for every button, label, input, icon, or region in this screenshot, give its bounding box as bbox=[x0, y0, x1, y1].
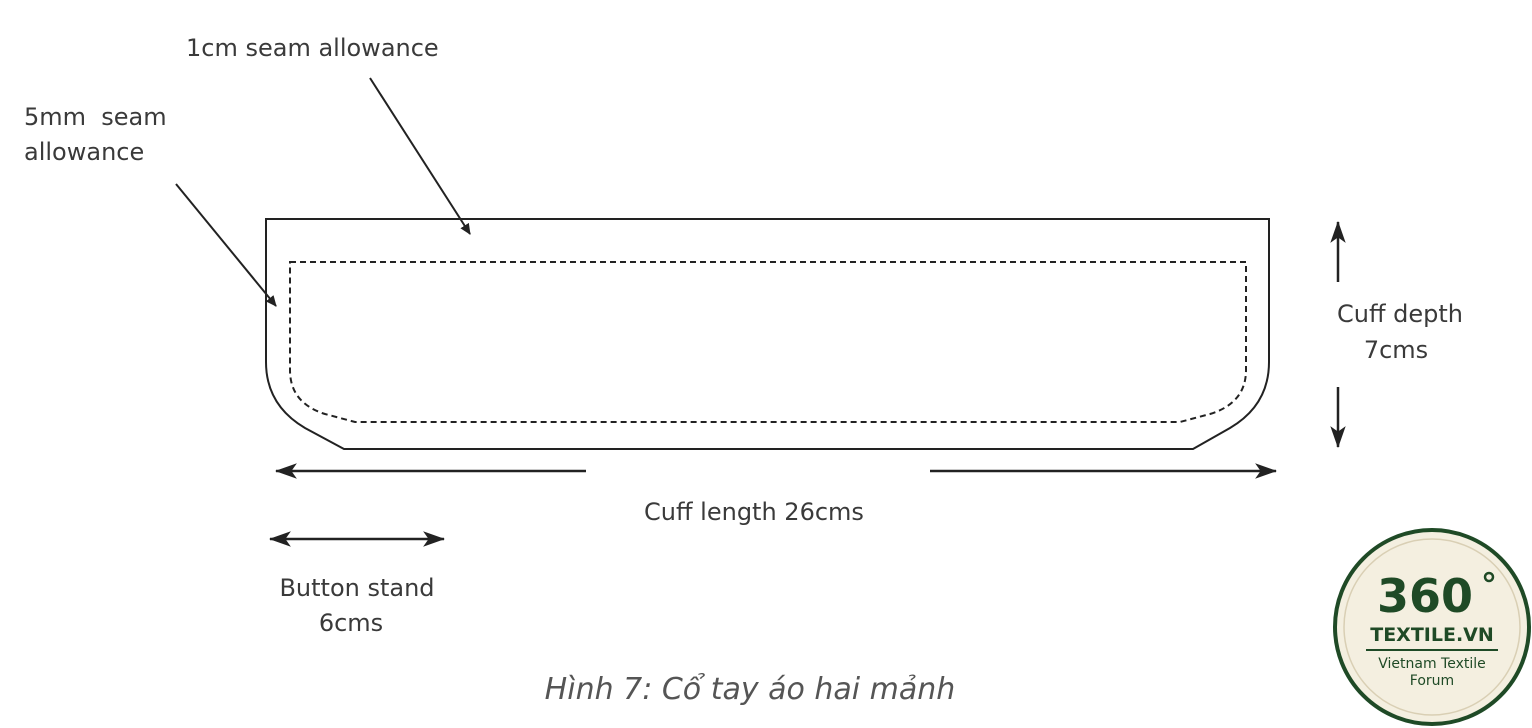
seam-5mm-label-line1: 5mm seam bbox=[24, 103, 167, 131]
figure-caption: Hình 7: Cổ tay áo hai mảnh bbox=[545, 671, 956, 707]
seam-1cm-leader-arrow bbox=[369, 77, 471, 235]
logo-number: 360 bbox=[1377, 569, 1473, 623]
logo-brand: TEXTILE.VN bbox=[1370, 624, 1494, 646]
stitch-line bbox=[289, 261, 1247, 423]
cuff-depth-label-line2: 7cms bbox=[1364, 336, 1428, 364]
seam-1cm-label: 1cm seam allowance bbox=[186, 34, 439, 62]
logo-degree-mark bbox=[1483, 571, 1495, 583]
cuff-outline bbox=[265, 218, 1270, 450]
button-stand-label-line2: 6cms bbox=[319, 609, 383, 637]
cuff-depth-label-line1: Cuff depth bbox=[1337, 300, 1463, 328]
button-stand-label-line1: Button stand bbox=[279, 574, 434, 602]
cuff-length-label: Cuff length 26cms bbox=[644, 498, 864, 526]
seam-5mm-leader-arrow bbox=[175, 183, 277, 307]
textile-vn-logo: 360 TEXTILE.VN Vietnam Textile Forum bbox=[1333, 528, 1531, 726]
logo-tagline-line2: Forum bbox=[1410, 673, 1454, 689]
logo-tagline-line1: Vietnam Textile bbox=[1378, 656, 1486, 672]
seam-5mm-label-line2: allowance bbox=[24, 138, 144, 166]
